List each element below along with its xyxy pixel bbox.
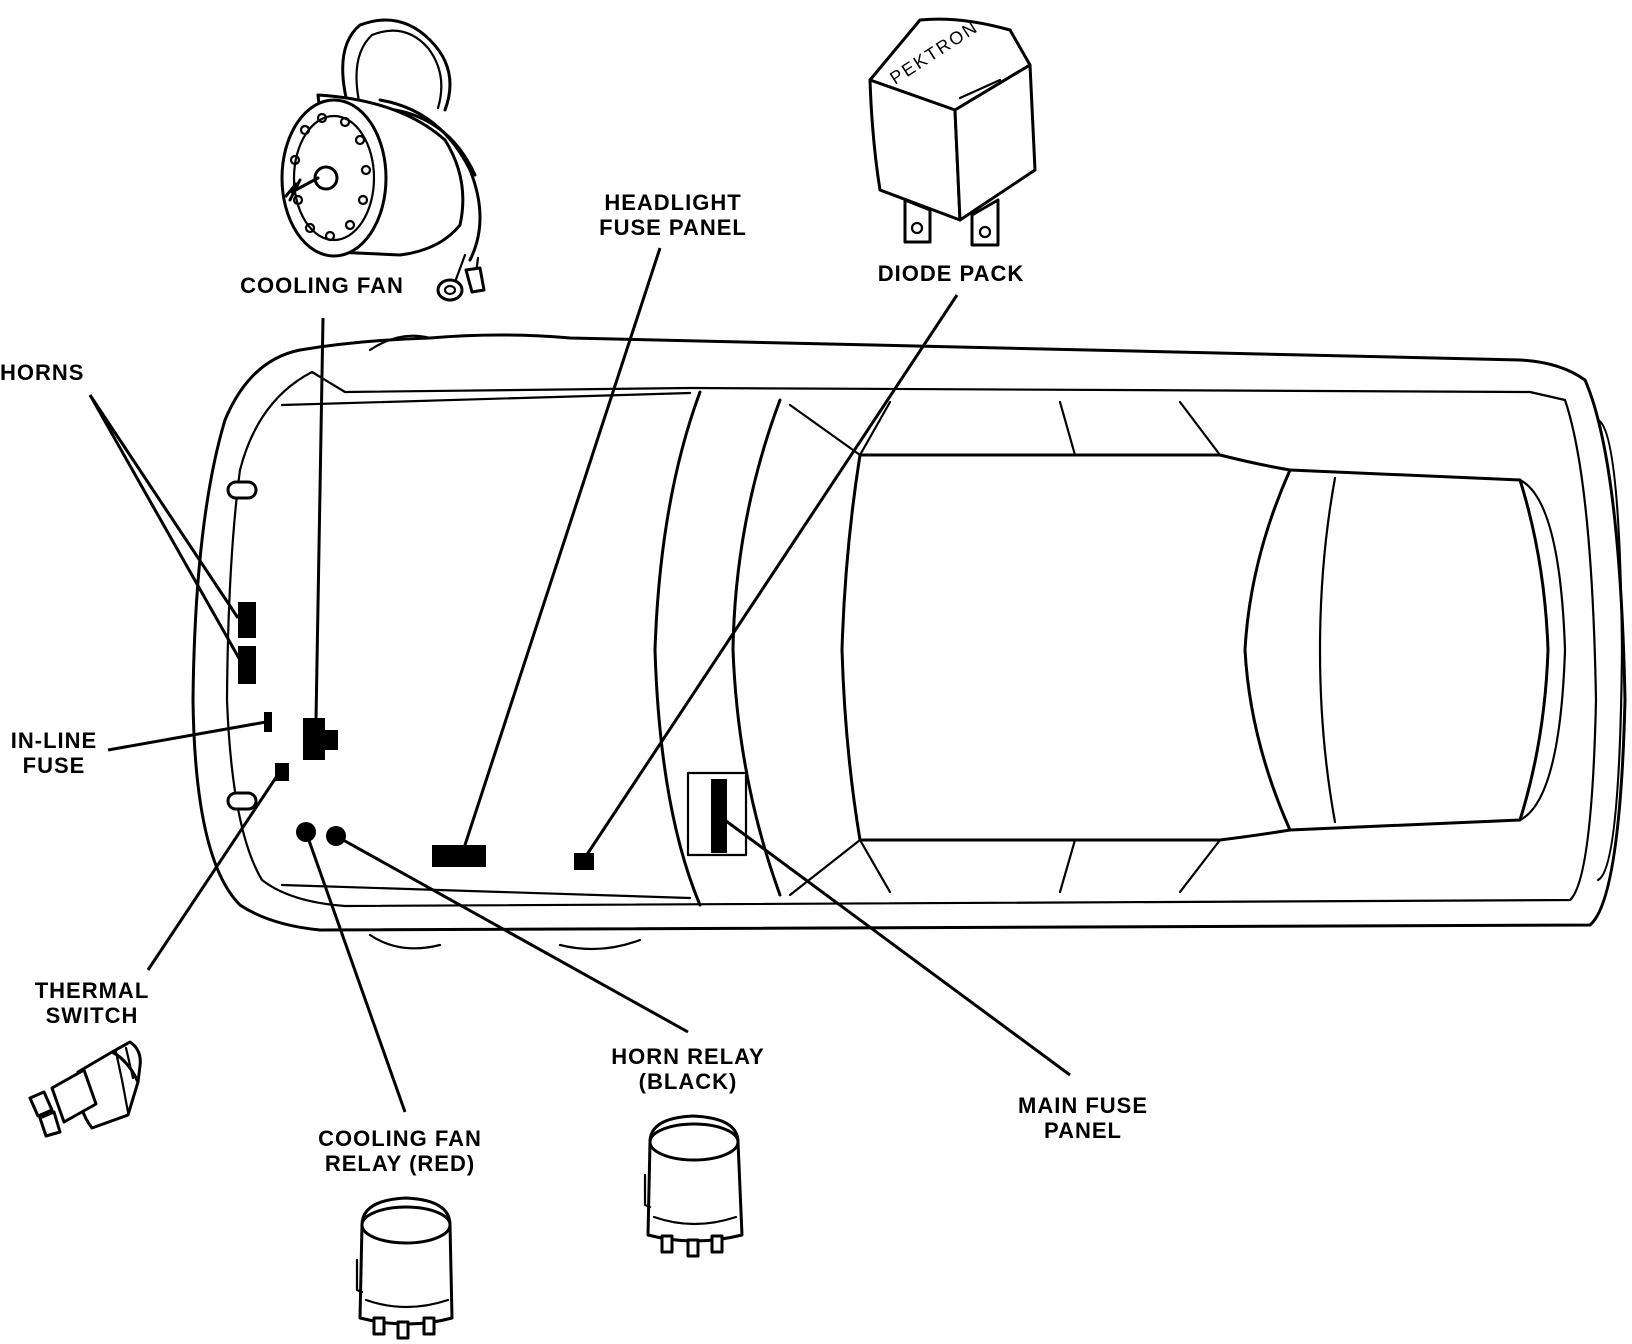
cooling-fan-illustration xyxy=(280,18,486,302)
headlight-fuse-panel-label-line2: FUSE PANEL xyxy=(599,215,747,240)
main-fuse-panel-label-line2: PANEL xyxy=(1044,1118,1122,1143)
thermal-switch-illustration xyxy=(28,1040,142,1138)
thermal-switch-label-line1: THERMAL xyxy=(35,978,150,1003)
diode-pack-label: DIODE PACK xyxy=(878,261,1025,286)
component-markers xyxy=(238,602,748,870)
thermal-switch-label-line2: SWITCH xyxy=(46,1003,139,1028)
horn-marker-upper xyxy=(238,602,256,638)
in-line-fuse-label-line1: IN-LINE xyxy=(11,728,97,753)
cooling-fan-label: COOLING FAN xyxy=(240,273,404,298)
cooling-fan-relay-label-line1: COOLING FAN xyxy=(318,1126,482,1151)
cooling-fan-relay-label-line2: RELAY (RED) xyxy=(325,1151,475,1176)
horns-label: HORNS xyxy=(0,360,84,385)
horn-marker-lower xyxy=(238,646,256,684)
diode-pack-marker xyxy=(574,853,594,870)
in-line-fuse-marker xyxy=(264,712,272,732)
headlight-fuse-panel-marker xyxy=(432,845,486,867)
horn-relay-label-line1: HORN RELAY xyxy=(611,1044,764,1069)
car-top-view xyxy=(191,333,1627,951)
cooling-fan-relay-illustration xyxy=(355,1196,454,1340)
thermal-switch-marker xyxy=(275,763,289,781)
headlight-fuse-panel-label-line1: HEADLIGHT xyxy=(604,190,741,215)
main-fuse-panel-outline xyxy=(686,771,748,857)
in-line-fuse-label-line2: FUSE xyxy=(23,753,86,778)
horn-relay-label-line2: (BLACK) xyxy=(639,1069,738,1094)
main-fuse-panel-label-line1: MAIN FUSE xyxy=(1018,1093,1148,1118)
cooling-fan-marker-tab xyxy=(322,730,338,750)
cooling-fan-marker xyxy=(303,718,325,760)
horn-relay-illustration xyxy=(643,1114,744,1258)
leader-lines xyxy=(88,247,1071,1113)
diode-pack-illustration: PEKTRON xyxy=(868,17,1037,247)
main-fuse-panel-marker xyxy=(711,779,727,853)
labels: HORNS COOLING FAN HEADLIGHT FUSE PANEL D… xyxy=(0,190,1148,1176)
